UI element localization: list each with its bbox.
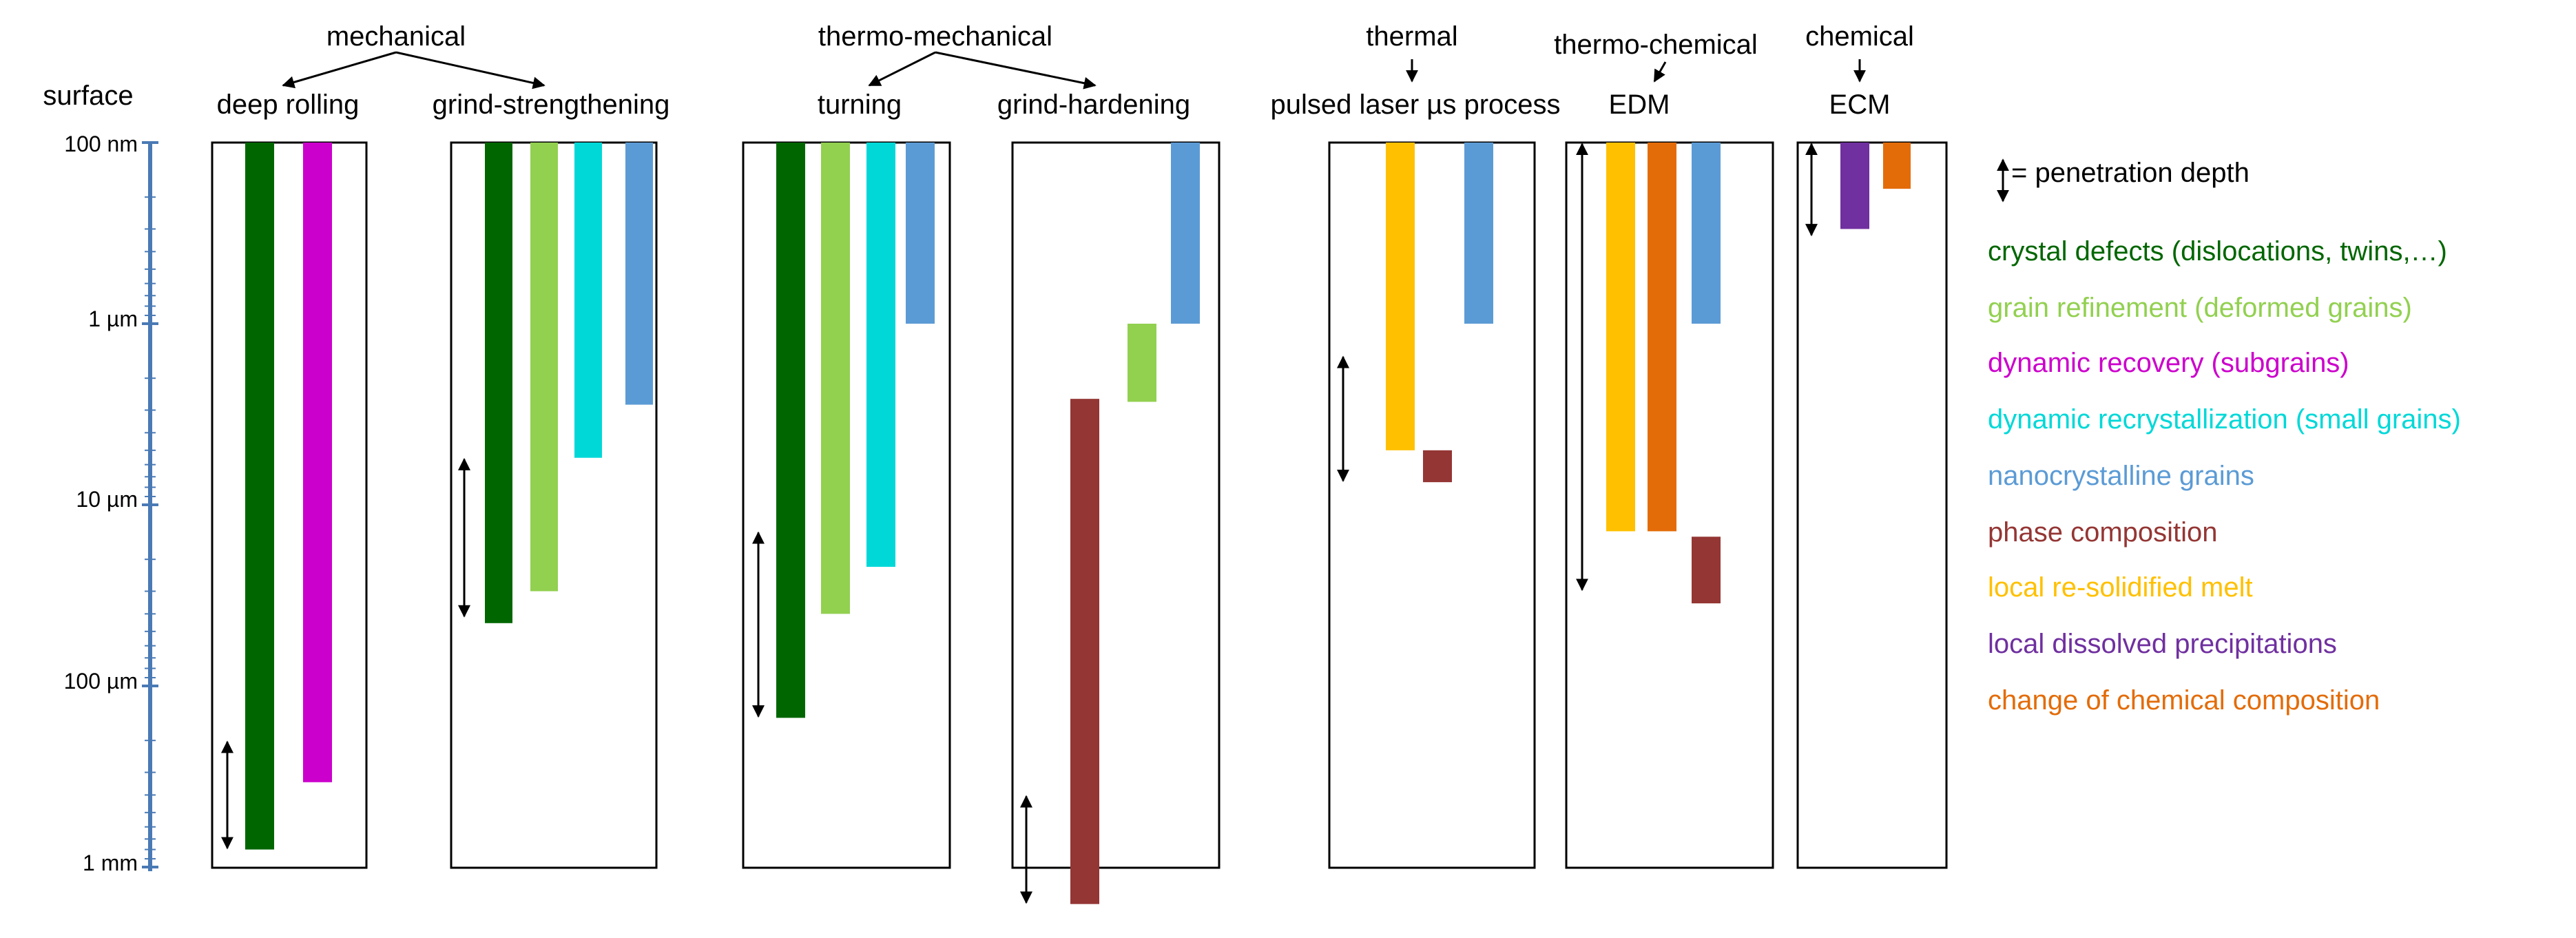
panel-edm xyxy=(1565,141,1774,869)
legend-item-chemical-composition: change of chemical composition xyxy=(1988,685,2380,716)
bar-grain-refinement xyxy=(821,143,850,614)
bar-dynamic-recovery xyxy=(303,143,332,782)
panel-deep-rolling xyxy=(211,141,368,869)
tick-label-100um: 100 µm xyxy=(64,669,138,694)
panel-grind-strengthening xyxy=(450,141,658,869)
bar-crystal-defects xyxy=(245,143,274,850)
bar-dynamic-recrystallization xyxy=(574,143,602,458)
legend-items: crystal defects (dislocations, twins,…) g… xyxy=(1988,236,2461,716)
legend-item-dissolved-precipitations: local dissolved precipitations xyxy=(1988,629,2337,659)
legend-item-dynamic-recovery: dynamic recovery (subgrains) xyxy=(1988,348,2349,378)
category-thermal: thermal xyxy=(1366,21,1457,52)
bar-nanocrystalline xyxy=(1692,143,1721,324)
legend-item-resolidified-melt: local re-solidified melt xyxy=(1988,572,2253,603)
legend-item-nanocrystalline: nanocrystalline grains xyxy=(1988,461,2254,491)
process-title-grind-strengthening: grind-strengthening xyxy=(433,90,670,120)
bar-crystal-defects xyxy=(485,143,512,623)
legend-item-grain-refinement: grain refinement (deformed grains) xyxy=(1988,293,2412,323)
panel-frame xyxy=(211,141,368,869)
bar-nanocrystalline xyxy=(1171,143,1200,324)
category-chemical: chemical xyxy=(1805,21,1914,52)
bar-nanocrystalline xyxy=(625,143,653,405)
panel-frame xyxy=(1011,141,1221,869)
tick-label-10um: 10 µm xyxy=(76,487,138,512)
category-mechanical: mechanical xyxy=(326,21,466,52)
bar-resolidified-melt xyxy=(1606,143,1635,532)
legend-penetration-depth: = penetration depth xyxy=(2011,158,2250,188)
tick-label-100nm: 100 nm xyxy=(64,132,138,156)
depth-axis: surface 100 nm 1 µm 10 µm 100 µm 1 mm xyxy=(43,81,158,875)
thermo-chemical-pointer xyxy=(1653,61,1667,83)
panel-turning xyxy=(742,141,951,869)
process-title-deep-rolling: deep rolling xyxy=(217,90,360,120)
process-title-turning: turning xyxy=(818,90,902,120)
thermo-mechanical-bracket xyxy=(868,51,936,87)
category-thermo-mechanical: thermo-mechanical xyxy=(818,21,1052,52)
panel-grind-hardening xyxy=(1011,141,1221,904)
panel-frame xyxy=(1796,141,1948,869)
process-title-grind-hardening: grind-hardening xyxy=(997,90,1190,120)
bar-chemical-composition xyxy=(1648,143,1676,532)
bar-dynamic-recrystallization xyxy=(866,143,895,567)
bar-crystal-defects xyxy=(776,143,805,718)
bar-nanocrystalline xyxy=(1464,143,1493,324)
bar-phase-composition xyxy=(1423,450,1452,483)
panel-ecm xyxy=(1796,141,1948,869)
bar-phase-composition xyxy=(1070,399,1099,904)
axis-ticks xyxy=(142,141,158,871)
legend: = penetration depth crystal defects (dis… xyxy=(1988,158,2461,716)
process-title-pulsed-laser: pulsed laser µs process xyxy=(1270,90,1560,120)
bar-dissolved-precipitations xyxy=(1840,143,1869,229)
process-title-edm: EDM xyxy=(1609,90,1670,120)
category-thermo-chemical: thermo-chemical xyxy=(1554,30,1758,60)
panel-pulsed-laser-s-process xyxy=(1328,141,1536,869)
process-title-ecm: ECM xyxy=(1829,90,1891,120)
legend-item-crystal-defects: crystal defects (dislocations, twins,…) xyxy=(1988,236,2447,267)
bar-grain-refinement xyxy=(1128,324,1156,402)
bar-phase-composition xyxy=(1692,536,1721,604)
panel-frame xyxy=(1328,141,1536,869)
bar-nanocrystalline xyxy=(906,143,935,324)
bar-grain-refinement xyxy=(530,143,558,592)
axis-title: surface xyxy=(43,81,133,111)
process-panels xyxy=(211,141,1948,904)
category-headers: mechanical deep rolling grind-strengthen… xyxy=(217,21,1914,120)
tick-label-1mm: 1 mm xyxy=(83,851,138,875)
legend-item-dynamic-recrystallization: dynamic recrystallization (small grains) xyxy=(1988,404,2461,435)
legend-item-phase-composition: phase composition xyxy=(1988,517,2218,548)
tick-label-1um: 1 µm xyxy=(88,306,138,331)
mechanical-bracket xyxy=(282,51,397,89)
bar-resolidified-melt xyxy=(1386,143,1415,450)
bar-chemical-composition xyxy=(1883,143,1911,189)
